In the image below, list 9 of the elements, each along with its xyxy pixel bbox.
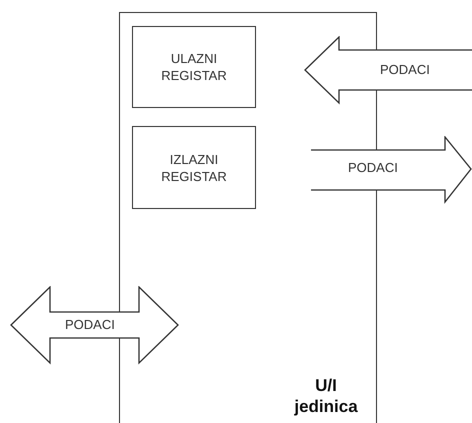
arrow-label: PODACI	[65, 317, 115, 332]
block-arrow	[304, 36, 472, 105]
arrow-label: PODACI	[380, 62, 430, 77]
block-arrow	[311, 136, 472, 204]
register-box: IZLAZNI REGISTAR	[132, 126, 256, 209]
unit-label: U/I jedinica	[293, 375, 359, 417]
block-arrow	[10, 286, 179, 365]
register-box: ULAZNI REGISTAR	[132, 26, 256, 108]
arrow-label: PODACI	[348, 160, 398, 175]
